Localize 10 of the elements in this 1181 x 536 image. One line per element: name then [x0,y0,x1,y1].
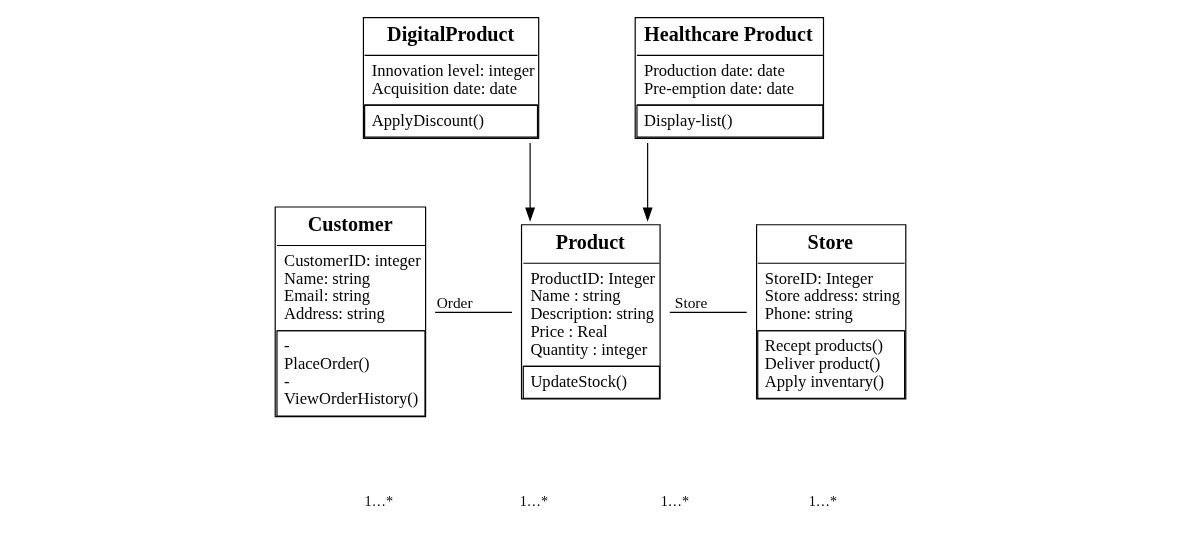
connector [434,311,513,313]
edge-label: Order [436,294,473,312]
connector [669,311,748,313]
label: 1…* [519,492,549,509]
arrow [525,142,536,222]
arrow [642,142,653,222]
label: 1…* [808,492,838,509]
label: 1…* [364,492,394,509]
label: 1…* [660,492,690,509]
edge-label: Store [674,294,708,312]
